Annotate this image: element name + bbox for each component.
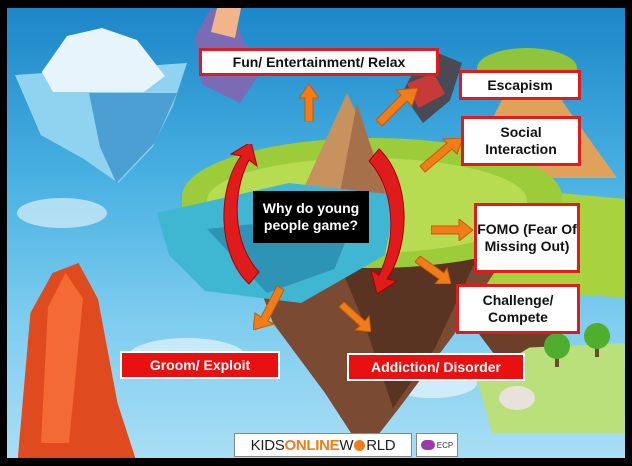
tree: [544, 333, 570, 359]
reason-fun: Fun/ Entertainment/ Relax: [199, 48, 439, 76]
logo-w: W: [339, 436, 354, 454]
tree: [584, 323, 610, 349]
arrow-to-fun: [299, 84, 319, 122]
sheep: [499, 386, 535, 410]
arrow-to-escapism: [375, 88, 418, 127]
cycle-arrow-right: [368, 148, 405, 294]
flying-character-arms: [211, 8, 241, 38]
cloud: [17, 198, 107, 228]
tree-trunk: [595, 343, 599, 357]
tree-trunk: [555, 353, 559, 367]
globe-icon: [354, 439, 366, 451]
arrow-to-addiction: [339, 302, 371, 332]
reason-challenge: Challenge/ Compete: [456, 284, 580, 334]
center-question: Why do young people game?: [253, 191, 369, 243]
logo-kids: KIDS: [250, 436, 285, 454]
ecp-text: ECP: [436, 440, 454, 450]
logo-online: ONLINE: [284, 436, 340, 454]
reason-fomo: FOMO (Fear Of Missing Out): [474, 203, 580, 273]
ecp-emblem-icon: [420, 440, 435, 450]
slide: Why do young people game? Fun/ Entertain…: [7, 8, 625, 458]
risk-groom: Groom/ Exploit: [120, 351, 280, 379]
arrow-to-social: [419, 138, 463, 173]
arrow-to-fomo: [431, 219, 473, 241]
reason-escapism: Escapism: [459, 70, 581, 100]
logo-rld: RLD: [366, 436, 396, 454]
ecp-logo: ECP: [416, 433, 458, 457]
cycle-arrows: [223, 144, 405, 294]
arrow-to-groom: [253, 286, 285, 330]
risk-addiction: Addiction/ Disorder: [347, 353, 525, 381]
arrow-to-challenge: [415, 256, 451, 284]
cycle-arrow-left: [223, 144, 260, 285]
reason-social: Social Interaction: [461, 116, 581, 166]
